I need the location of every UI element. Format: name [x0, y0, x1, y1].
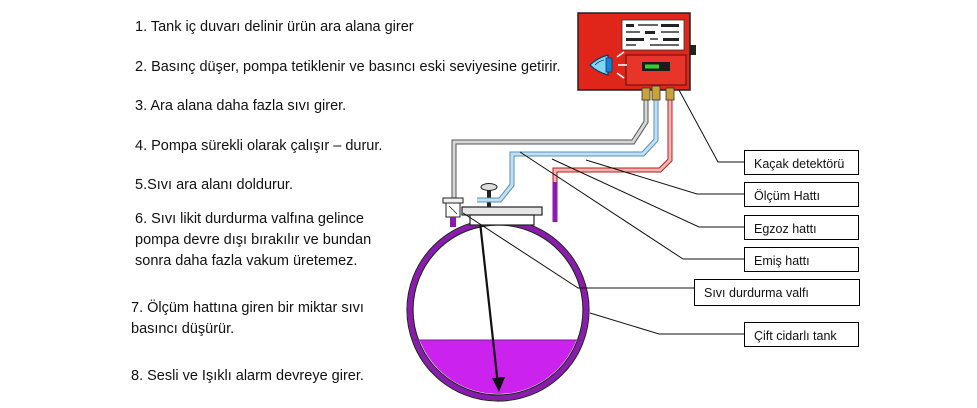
suction-pipe-outline [451, 100, 649, 198]
step-4-line-1: 4. Pompa sürekli olarak çalışır – durur. [135, 138, 383, 154]
label-measure-line: Ölçüm Hattı [744, 182, 859, 207]
label-leak-detector-text: Kaçak detektörü [754, 157, 845, 171]
leader-suction [519, 151, 744, 260]
leader-valve [462, 212, 694, 289]
label-double-wall-tank-text: Çift cidarlı tank [754, 329, 837, 343]
leak-detector [577, 12, 696, 101]
label-leak-detector: Kaçak detektörü [744, 150, 859, 175]
double-wall-tank [406, 218, 590, 402]
step-7: 7. Ölçüm hattına giren bir miktar sıvı b… [131, 298, 364, 340]
valve-icon [442, 197, 464, 227]
exhaust-pipe [553, 100, 672, 182]
label-stop-valve-text: Sıvı durdurma valfı [704, 286, 809, 300]
leader-exhaust [551, 158, 744, 228]
label-suction-line: Emiş hattı [744, 247, 859, 272]
label-suction-line-text: Emiş hattı [754, 254, 810, 268]
measure-pipe-outline [477, 100, 659, 203]
speaker-icon [589, 51, 627, 79]
step-1-line-1: 1. Tank iç duvarı delinir ürün ara alana… [135, 19, 414, 35]
label-exhaust-line-text: Egzoz hattı [754, 222, 817, 236]
step-6: 6. Sıvı likit durdurma valfına gelince p… [135, 209, 371, 272]
step-6-line-2: pompa devre dışı bırakılır ve bundan [135, 232, 372, 248]
step-3: 3. Ara alana daha fazla sıvı girer. [135, 96, 346, 117]
label-exhaust-line: Egzoz hattı [744, 215, 859, 240]
step-4: 4. Pompa sürekli olarak çalışır – durur. [135, 136, 382, 157]
manhole [461, 183, 543, 226]
label-measure-line-text: Ölçüm Hattı [754, 189, 820, 203]
step-6-line-3: sonra daha fazla vakum üretemez. [135, 253, 358, 269]
step-5: 5.Sıvı ara alanı doldurur. [135, 175, 293, 196]
step-2: 2. Basınç düşer, pompa tetiklenir ve bas… [135, 57, 561, 78]
label-stop-valve: Sıvı durdurma valfı [694, 279, 860, 306]
step-6-line-1: 6. Sıvı likit durdurma valfına gelince [135, 211, 364, 227]
step-1: 1. Tank iç duvarı delinir ürün ara alana… [135, 17, 414, 38]
step-2-line-1: 2. Basınç düşer, pompa tetiklenir ve bas… [135, 59, 561, 75]
suction-pipe [452, 100, 648, 198]
leader-detector [678, 89, 744, 163]
measure-pipe [477, 100, 658, 202]
step-8-line-1: 8. Sesli ve Işıklı alarm devreye girer. [131, 368, 364, 384]
step-5-line-1: 5.Sıvı ara alanı doldurur. [135, 177, 293, 193]
dip-pipe-arrow [492, 377, 505, 392]
step-7-line-2: basıncı düşürür. [131, 321, 235, 337]
pipes [451, 100, 673, 222]
dip-pipe [478, 221, 500, 386]
step-7-line-1: 7. Ölçüm hattına giren bir miktar sıvı [131, 300, 364, 316]
leader-measure [585, 159, 744, 195]
step-8: 8. Sesli ve Işıklı alarm devreye girer. [131, 366, 364, 387]
callout-lines [462, 89, 744, 335]
label-double-wall-tank: Çift cidarlı tank [744, 322, 859, 347]
leader-tank [589, 312, 744, 335]
step-3-line-1: 3. Ara alana daha fazla sıvı girer. [135, 98, 347, 114]
